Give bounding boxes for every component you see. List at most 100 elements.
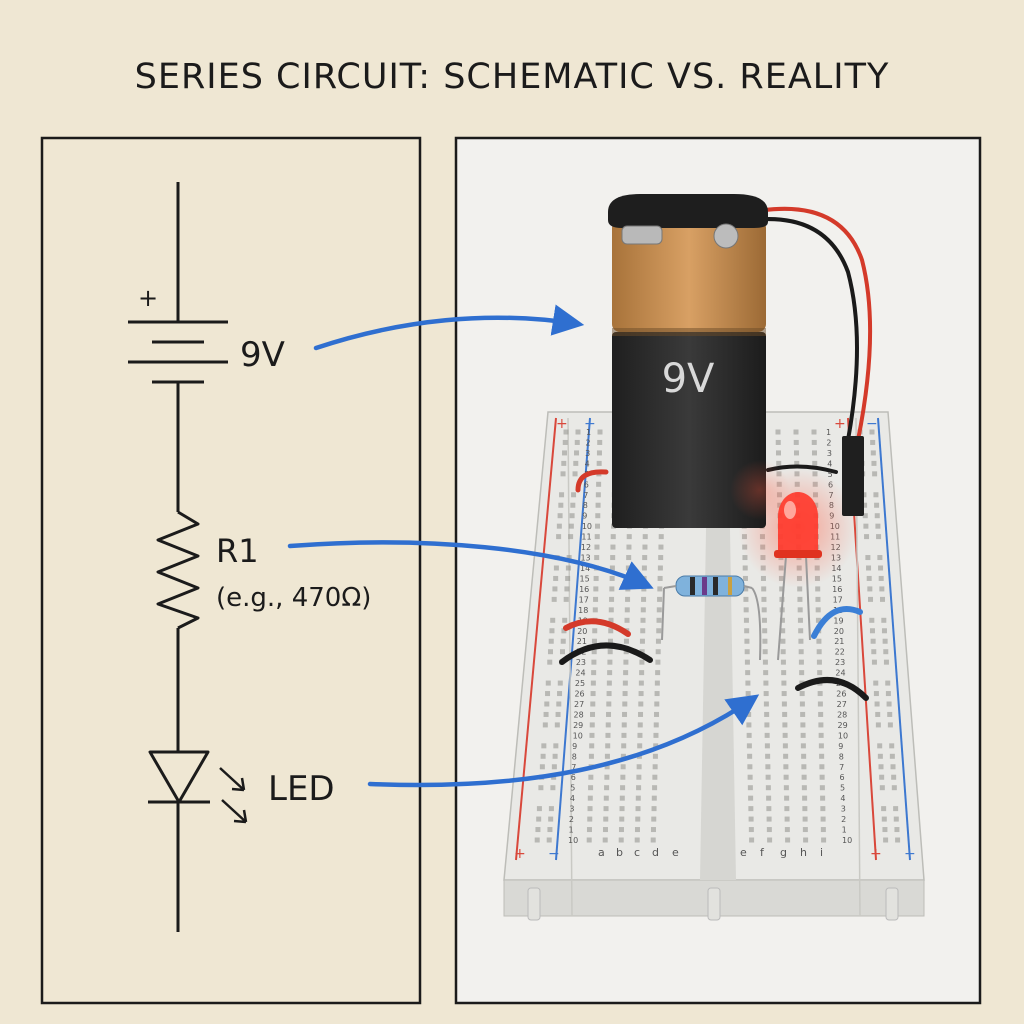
bb-col-right-2: g [780, 846, 787, 859]
bb-row-number-right: 10 [842, 836, 852, 845]
bb-row-number-right: 28 [837, 710, 847, 719]
bb-row-number-left: 4 [570, 794, 575, 803]
resistor-component [661, 575, 762, 661]
rail-plus-top-right: + [834, 416, 846, 432]
bb-row-number-left: 2 [569, 815, 574, 824]
bb-col-right-1: f [760, 846, 765, 859]
bb-row-number-left: 6 [584, 480, 589, 489]
bb-row-number-left: 1 [586, 428, 591, 437]
bb-row-number-right: 5 [828, 470, 833, 479]
bb-col-left-1: b [616, 846, 623, 859]
jumper-wire-red-mid [563, 618, 631, 637]
page-title: SERIES CIRCUIT: SCHEMATIC VS. REALITY [135, 57, 890, 97]
bb-row-number-left: 12 [581, 543, 591, 552]
led-symbol [148, 750, 248, 824]
bb-row-number-right: 5 [840, 784, 845, 793]
bb-row-number-left: 8 [572, 752, 577, 761]
bb-row-number-left: 16 [579, 585, 589, 594]
breadboard-column-letters-right: e f g h i [740, 846, 823, 859]
bb-row-number-left: 10 [568, 836, 578, 845]
bb-row-number-right: 19 [833, 616, 843, 625]
bb-col-left-3: d [652, 846, 659, 859]
bb-row-number-right: 1 [842, 826, 847, 835]
bb-row-number-left: 23 [576, 658, 586, 667]
bb-row-number-right: 26 [836, 690, 846, 699]
bb-row-number-right: 23 [835, 658, 845, 667]
bb-row-number-right: 15 [832, 574, 842, 583]
bb-row-number-left: 20 [577, 627, 587, 636]
bb-row-number-right: 20 [834, 627, 844, 636]
bb-row-number-right: 2 [826, 438, 831, 447]
bb-row-number-left: 7 [571, 763, 576, 772]
bb-row-number-right: 4 [827, 459, 832, 468]
bb-row-number-left: 3 [569, 805, 574, 814]
bb-row-number-left: 3 [585, 449, 590, 458]
bb-row-number-right: 21 [834, 637, 844, 646]
bb-row-number-left: 24 [575, 669, 585, 678]
battery-wires [750, 206, 873, 516]
rail-minus-top-left: − [584, 416, 596, 432]
bb-row-number-right: 6 [840, 773, 845, 782]
rail-minus-bottom-left: − [548, 846, 560, 862]
rail-plus-top-left: + [556, 416, 568, 432]
bb-row-number-right: 29 [837, 721, 847, 730]
jumper-wires [559, 464, 869, 701]
jumper-wire-red-top [575, 469, 609, 493]
schematic-panel: + 9V R1 (e.g., 470Ω) LED [40, 136, 422, 1005]
arrow-resistor [287, 540, 654, 590]
bb-row-number-right: 16 [832, 585, 842, 594]
bb-row-number-left: 8 [583, 501, 588, 510]
bb-col-right-3: h [800, 846, 807, 859]
bb-row-number-left: 21 [577, 637, 587, 646]
rail-minus-top-right: − [866, 416, 878, 432]
bb-row-number-right: 3 [841, 805, 846, 814]
bb-row-number-left: 10 [582, 522, 592, 531]
bb-col-right-0: e [740, 846, 747, 859]
bb-row-number-right: 10 [838, 731, 848, 740]
arrow-led [367, 694, 760, 788]
header-connector [842, 436, 864, 516]
bb-row-number-left: 28 [574, 710, 584, 719]
bb-row-number-left: 14 [580, 564, 590, 573]
bb-row-number-left: 18 [578, 606, 588, 615]
bb-row-number-left: 25 [575, 679, 585, 688]
bb-row-number-right: 22 [835, 648, 845, 657]
photo-panel: 1122334455667788991010111112121313141415… [454, 136, 982, 1005]
bb-row-number-right: 17 [833, 595, 843, 604]
jumper-wire-black-lower [795, 677, 869, 701]
breadboard-column-letters-left: a b c d e [598, 846, 679, 859]
jumper-wire-blue [811, 606, 863, 639]
bb-row-number-right: 9 [838, 742, 843, 751]
bb-row-number-right: 1 [826, 428, 831, 437]
bb-row-number-left: 5 [570, 784, 575, 793]
bb-col-left-4: e [672, 846, 679, 859]
bb-row-number-right: 3 [827, 449, 832, 458]
rail-plus-bottom-right: + [870, 846, 882, 862]
bb-row-number-left: 10 [573, 731, 583, 740]
bb-row-number-left: 7 [583, 491, 588, 500]
bb-col-left-2: c [634, 846, 640, 859]
callout-arrows [287, 304, 760, 788]
battery-plus-sign: + [138, 284, 158, 312]
bb-row-number-left: 4 [585, 459, 590, 468]
battery-wire-black [750, 217, 859, 442]
resistor-symbol [156, 510, 200, 630]
bb-row-number-left: 29 [573, 721, 583, 730]
schematic-frame [40, 136, 422, 1005]
battery-printed-label: 9V [662, 356, 715, 402]
arrow-battery [313, 304, 585, 351]
battery-wire-red [750, 206, 873, 442]
bb-row-number-right: 7 [839, 763, 844, 772]
battery-label: 9V [240, 335, 285, 375]
jumper-wire-black-mid [559, 642, 653, 665]
resistor-label: R1 [216, 532, 259, 570]
rail-minus-bottom-right: − [904, 846, 916, 862]
bb-row-number-left: 9 [572, 742, 577, 751]
bb-row-number-left: 11 [581, 533, 591, 542]
bb-row-number-left: 13 [580, 554, 590, 563]
bb-row-number-right: 2 [841, 815, 846, 824]
bb-row-number-right: 24 [835, 669, 845, 678]
resistor-value: (e.g., 470Ω) [216, 583, 371, 613]
bb-row-number-right: 4 [840, 794, 845, 803]
